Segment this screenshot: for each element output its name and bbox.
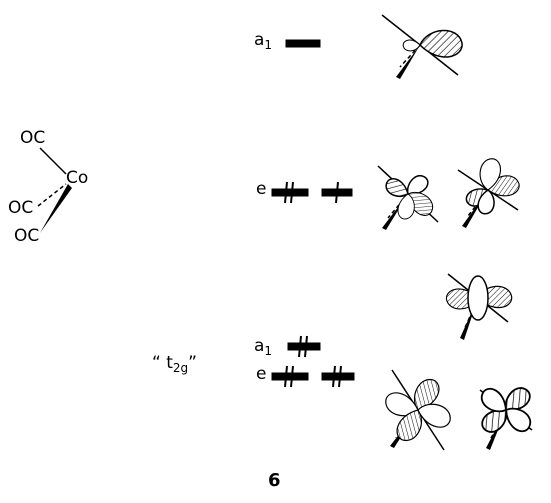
electron-e1a: [284, 181, 288, 204]
ligand-oc-top: OC: [20, 128, 46, 148]
bond-top: [39, 147, 67, 175]
lower-a1-main: a: [254, 336, 265, 356]
electron-e2a: [335, 181, 339, 204]
bond-bottom-wedge: [40, 184, 72, 233]
electron-a1a: [298, 335, 302, 358]
level-label-lower-e: e: [256, 366, 266, 383]
upper-a1-main: a: [254, 30, 265, 50]
level-lower-e-bar-1: [271, 372, 309, 381]
level-lower-a1-bar: [287, 342, 321, 351]
metal-co: Co: [66, 168, 89, 188]
e-mid-main: e: [256, 179, 267, 199]
level-e-mid-bar-1: [271, 188, 309, 197]
orbital-lower-a1: [445, 273, 513, 340]
orbital-upper-a1: [381, 14, 463, 79]
level-label-lower-a1: a1: [254, 336, 273, 358]
ligand-label-top: OC: [20, 130, 45, 147]
t2g-sub: 2g: [172, 361, 189, 375]
ligand-label-mid: OC: [8, 200, 33, 217]
lower-a1-sub: 1: [264, 344, 273, 358]
upper-a1-sub: 1: [264, 38, 273, 52]
electron-e4b: [338, 365, 342, 388]
ligand-oc-bottom: OC: [14, 226, 40, 246]
electron-a1b: [304, 335, 308, 358]
orbital-lower-e-2: [476, 382, 536, 450]
ligand-label-bottom: OC: [14, 228, 39, 245]
energy-levels: [271, 39, 355, 388]
electron-e3b: [290, 365, 294, 388]
level-label-t2g: “ t2g”: [152, 353, 197, 375]
t2g-prefix: “ t: [152, 353, 173, 373]
metal-label: Co: [66, 170, 88, 187]
level-label-e-mid: e: [256, 181, 266, 198]
bond-mid-dashed: [37, 183, 67, 207]
figure-number: 6: [268, 472, 281, 490]
level-upper-a1-bar: [285, 39, 321, 48]
electron-e4a: [332, 365, 336, 388]
ligand-oc-mid: OC: [8, 198, 34, 218]
t2g-suffix: ”: [188, 353, 197, 373]
figure-number-text: 6: [268, 470, 281, 491]
level-lower-e-bar-2: [321, 372, 355, 381]
electron-e3a: [284, 365, 288, 388]
level-label-upper-a1: a1: [254, 30, 273, 52]
orbital-lower-e-1: [381, 369, 455, 451]
orbital-e-mid-2: [457, 156, 522, 228]
orbital-e-mid-1: [377, 165, 439, 230]
fragment-bonds: [37, 147, 72, 233]
electron-e1b: [290, 181, 294, 204]
lower-e-main: e: [256, 364, 267, 384]
